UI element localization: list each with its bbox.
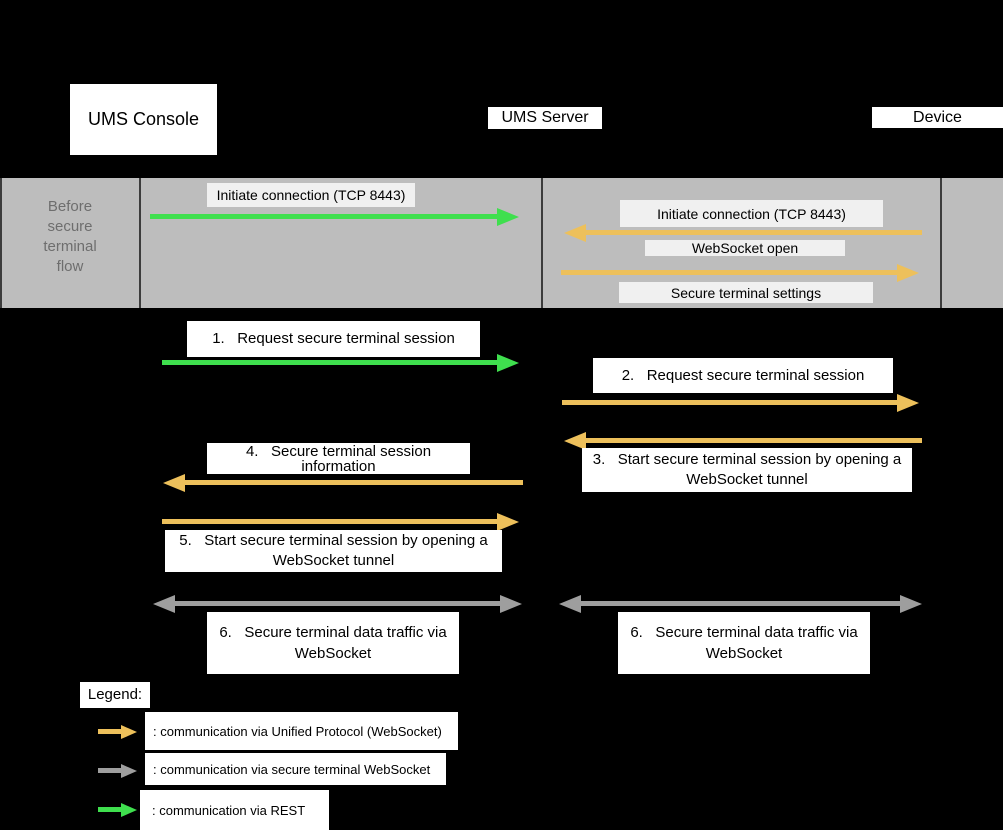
arrow-unified-secure-terminal-settings: [561, 270, 898, 275]
arrow-secure-terminal-step6-right: [580, 601, 901, 606]
legend-title: Legend:: [80, 682, 150, 708]
arrow-unified-initiate-connection: [585, 230, 922, 235]
actor-device: Device: [872, 107, 1003, 128]
arrow-rest-initiate-connection: [150, 214, 498, 219]
legend-item-secure-terminal: : communication via secure terminal WebS…: [145, 753, 446, 785]
actor-ums-server: UMS Server: [488, 107, 602, 129]
actor-ums-console-label: UMS Console: [87, 109, 200, 129]
arrow-secure-terminal-step6-left: [174, 601, 501, 606]
actor-device-label: Device: [913, 108, 962, 126]
message-step1: 1. Request secure terminal session: [187, 321, 480, 357]
message-step6-right: 6. Secure terminal data traffic via WebS…: [618, 612, 870, 674]
arrow-unified-step5: [162, 519, 498, 524]
message-step2: 2. Request secure terminal session: [593, 358, 893, 393]
legend-item-unified-protocol: : communication via Unified Protocol (We…: [145, 712, 458, 750]
actor-ums-console: UMS Console: [70, 84, 217, 155]
message-step5: 5. Start secure terminal session by open…: [165, 530, 502, 572]
arrow-unified-step4: [184, 480, 523, 485]
message-step4: 4. Secure terminal session information: [207, 443, 470, 474]
lifeline-ums-server: [541, 178, 543, 308]
arrow-unified-step3: [585, 438, 922, 443]
message-websocket-open: WebSocket open: [645, 240, 845, 256]
legend-unified-protocol-arrow-icon: [98, 729, 122, 734]
arrow-rest-step1: [162, 360, 498, 365]
message-initiate-connection-device: Initiate connection (TCP 8443): [620, 200, 883, 227]
message-initiate-connection-console: Initiate connection (TCP 8443): [207, 183, 415, 207]
message-step6-left: 6. Secure terminal data traffic via WebS…: [207, 612, 459, 674]
lifeline-ums-console: [139, 178, 141, 308]
lifeline-device: [940, 178, 942, 308]
legend-secure-terminal-arrow-icon: [98, 768, 122, 773]
message-secure-terminal-settings: Secure terminal settings: [619, 282, 873, 303]
legend-item-rest: : communication via REST: [140, 790, 329, 830]
actor-ums-server-label: UMS Server: [501, 109, 589, 126]
legend-rest-arrow-icon: [98, 807, 122, 812]
message-step3: 3. Start secure terminal session by open…: [582, 448, 912, 492]
band-left-border: [0, 178, 2, 308]
arrow-unified-step2: [562, 400, 898, 405]
before-flow-caption: Before secure terminal flow: [43, 198, 97, 275]
